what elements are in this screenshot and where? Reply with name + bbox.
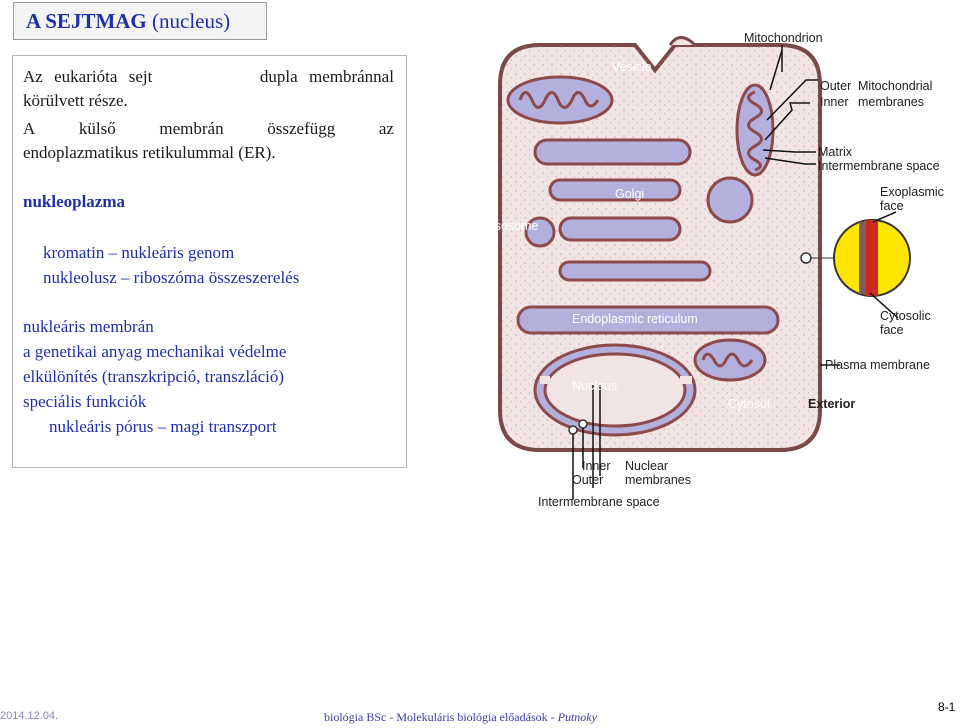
mitochondrion-top-left — [508, 77, 612, 123]
word: összefügg — [267, 118, 335, 140]
intro-line-3: A külső membrán összefügg az — [23, 118, 394, 140]
pore-line: nukleáris pórus – magi transzport — [49, 416, 277, 438]
membrane-heading: nukleáris membrán — [23, 316, 154, 338]
footer-date: 2014.12.04. — [0, 710, 58, 722]
word: sejt — [129, 66, 153, 88]
membrane-item-2: elkülönítés (transzkripció, transzláció) — [23, 366, 284, 388]
word: az — [379, 118, 394, 140]
label-cytosol: Cytosol — [728, 397, 770, 411]
label-nucleus: Nucleus — [572, 379, 617, 393]
mitochondrion-right — [737, 85, 773, 175]
page-number: 8-1 — [938, 700, 955, 714]
label-plasma-membrane: Plasma membrane — [825, 358, 930, 372]
nucleolus-term: nukleolusz — [43, 268, 117, 287]
label-mitochondrion: Mitochondrion — [744, 31, 823, 45]
nucleolus-line: nukleolusz – riboszóma összeszerelés — [43, 267, 299, 289]
word: dupla — [260, 66, 298, 88]
footer-course: biológia BSc - Molekuláris biológia előa… — [324, 710, 597, 725]
label-exoplasmic-1: Exoplasmic — [880, 185, 944, 199]
content-box: Az eukarióta sejt dupla membránnal körül… — [12, 55, 407, 468]
label-cytosolic-2: face — [880, 323, 904, 337]
word: külső — [79, 118, 116, 140]
nucleoplasm-heading: nukleoplazma — [23, 191, 125, 213]
title-main: A SEJTMAG — [26, 9, 147, 33]
label-nuclear-intermembrane-space: Intermembrane space — [538, 495, 660, 509]
word: membrán — [159, 118, 223, 140]
label-nuclear-membranes-1: Nuclear — [625, 459, 668, 473]
label-golgi: Golgi — [615, 187, 644, 201]
word: A — [23, 118, 35, 140]
lysosome — [708, 178, 752, 222]
slide-title: A SEJTMAG (nucleus) — [13, 2, 267, 40]
label-exterior: Exterior — [808, 397, 855, 411]
label-lysosome: Lysosome — [482, 219, 539, 233]
pore-desc: – magi transzport — [153, 417, 276, 436]
intro-line-4: endoplazmatikus retikulummal (ER). — [23, 142, 276, 164]
chromatin-desc: – nukleáris genom — [104, 243, 234, 262]
word: Az — [23, 66, 43, 88]
label-intermembrane-space: Intermembrane space — [818, 159, 940, 173]
mitochondrion-bottom — [695, 340, 765, 380]
vesicle — [670, 38, 695, 46]
cell-diagram: Mitochondrion Vesicle Outer Inner Mitoch… — [460, 0, 960, 520]
chromatin-line: kromatin – nukleáris genom — [43, 242, 234, 264]
label-nuclear-membranes-2: membranes — [625, 473, 691, 487]
label-vesicle: Vesicle — [612, 60, 652, 74]
label-exoplasmic-2: face — [880, 199, 904, 213]
footer-course-text: biológia BSc - Molekuláris biológia előa… — [324, 710, 558, 724]
membrane-item-1: a genetikai anyag mechanikai védelme — [23, 341, 286, 363]
label-mito-inner: Inner — [820, 95, 849, 109]
label-nuclear-inner: Inner — [582, 459, 611, 473]
intro-line-2: körülvett része. — [23, 90, 128, 112]
chromatin-term: kromatin — [43, 243, 104, 262]
membrane-item-3: speciális funkciók — [23, 391, 146, 413]
nuclear-pore-marker — [569, 426, 577, 434]
title-sub: (nucleus) — [147, 9, 230, 33]
footer-author: Putnoky — [558, 710, 597, 724]
label-cytosolic-1: Cytosolic — [880, 309, 931, 323]
word: eukarióta — [54, 66, 117, 88]
intro-line-1: Az eukarióta sejt dupla membránnal — [23, 66, 394, 88]
label-mito-membranes-2: membranes — [858, 95, 924, 109]
nuclear-pore-marker — [579, 420, 587, 428]
pore-term: nukleáris pórus — [49, 417, 153, 436]
label-mito-membranes-1: Mitochondrial — [858, 79, 932, 93]
nucleolus-desc: – riboszóma összeszerelés — [117, 268, 300, 287]
label-endoplasmic-reticulum: Endoplasmic reticulum — [572, 312, 698, 326]
word: membránnal — [309, 66, 394, 88]
label-matrix: Matrix — [818, 145, 853, 159]
label-mito-outer: Outer — [820, 79, 851, 93]
label-nuclear-outer: Outer — [572, 473, 603, 487]
